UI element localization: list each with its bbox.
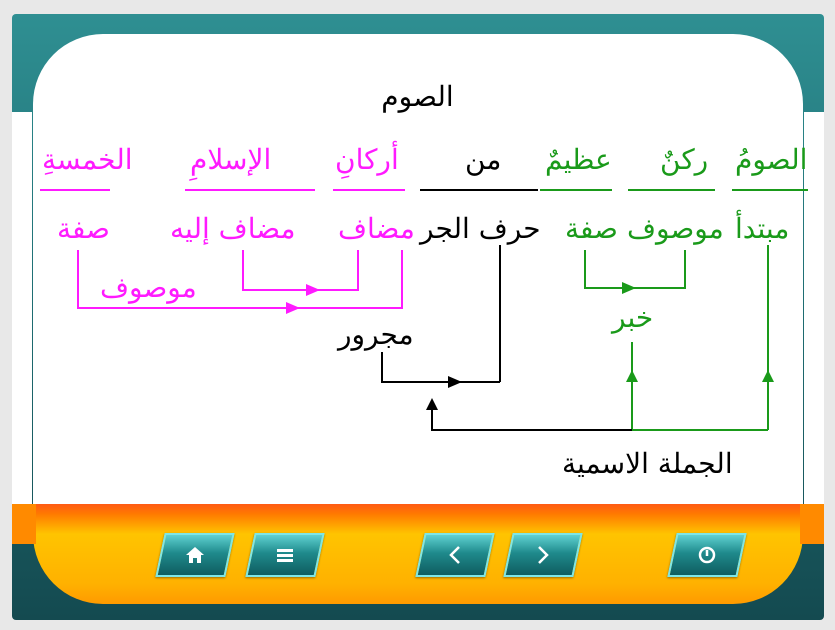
word-rukn: ركنٌ (660, 143, 709, 176)
next-button[interactable] (503, 533, 583, 577)
arrow-jumla (426, 398, 438, 410)
lesson-title: الصوم (381, 80, 454, 113)
bracket-majrur (381, 352, 500, 383)
word-arkan: أركانِ (335, 143, 399, 176)
arrow-mubtada (762, 370, 774, 382)
role-mubtada: مبتدأ (735, 212, 790, 245)
content-card (33, 34, 803, 504)
chevron-left-icon (449, 546, 460, 564)
label-mawsuf: موصوف (100, 271, 197, 304)
prev-button[interactable] (415, 533, 495, 577)
word-assawm: الصومُ (735, 143, 808, 176)
arrow-mawsuf-sifa-2 (286, 302, 300, 314)
home-icon (186, 547, 204, 563)
bracket-mudaf (242, 250, 359, 291)
word-min: من (465, 143, 502, 176)
word-azim: عظيمٌ (545, 143, 612, 176)
label-majrur: مجرور (338, 318, 414, 351)
menu-button[interactable] (245, 533, 325, 577)
bracket-mawsuf-sifa (584, 250, 686, 289)
role-mudaf: مضاف (338, 212, 415, 245)
arrow-majrur (448, 376, 462, 388)
role-harf-jar: حرف الجر (420, 212, 541, 245)
power-icon (698, 546, 716, 564)
role-mudaf-ilayh: مضاف إليه (170, 212, 296, 245)
arrow-mawsuf-sifa (622, 282, 636, 294)
role-sifa: صفة (565, 212, 618, 245)
role-sifa-2: صفة (57, 212, 110, 245)
chevron-right-icon (538, 546, 549, 564)
menu-icon (277, 549, 293, 562)
arrow-mudaf (306, 284, 320, 296)
label-khabar: خبر (612, 301, 654, 334)
bracket-mawsuf-sifa-2 (77, 250, 403, 309)
bracket-jumla (431, 408, 632, 431)
arrow-khabar (626, 370, 638, 382)
exit-button[interactable] (667, 533, 747, 577)
label-jumla-ismiya: الجملة الاسمية (562, 447, 733, 480)
home-button[interactable] (155, 533, 235, 577)
word-alislam: الإسلامِ (190, 143, 272, 176)
role-mawsuf: موصوف (627, 212, 724, 245)
word-alkhamsa: الخمسةِ (42, 143, 133, 176)
